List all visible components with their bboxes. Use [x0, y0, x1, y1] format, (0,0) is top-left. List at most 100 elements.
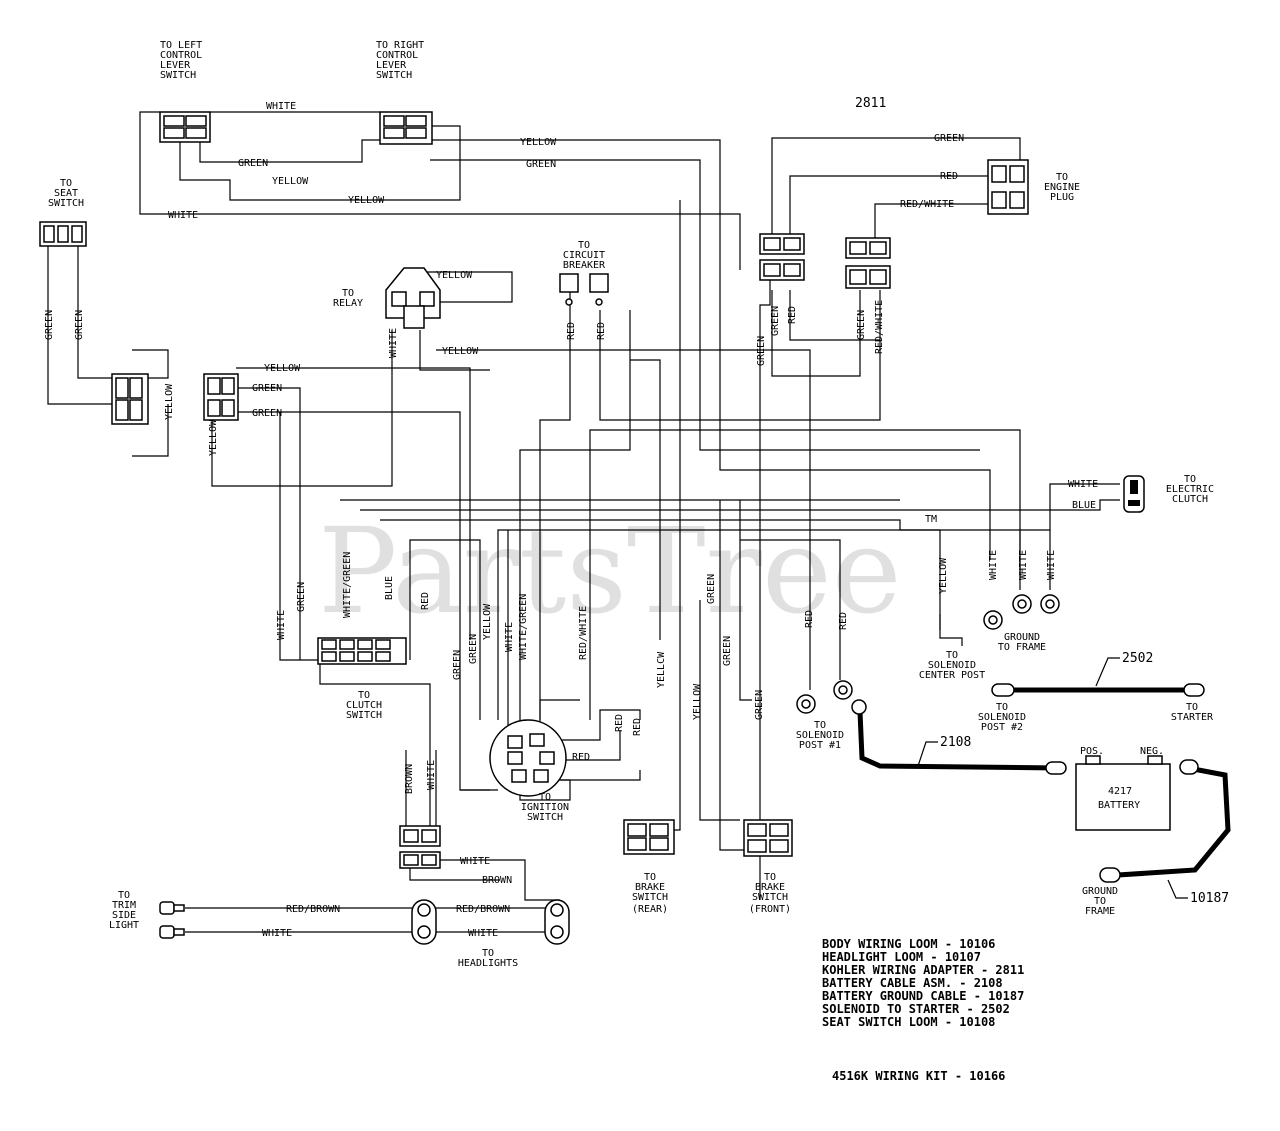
wire-labels-horizontal: WHITE YELLOW GREEN GREEN YELLOW YELLOW W… [168, 101, 1098, 939]
svg-text:WHITE: WHITE [988, 550, 999, 580]
callout-10187: 10187 [1190, 891, 1229, 906]
svg-text:TO: TO [1184, 474, 1196, 485]
svg-text:TO: TO [644, 872, 656, 883]
svg-text:CONTROL: CONTROL [160, 50, 202, 61]
caption-clutch-switch: TO CLUTCH SWITCH [346, 690, 382, 721]
ignition-switch-connector [489, 719, 567, 797]
svg-text:RED/BROWN: RED/BROWN [456, 904, 510, 915]
legend-line: BATTERY GROUND CABLE - 10187 [822, 989, 1024, 1003]
svg-text:BLUE: BLUE [1072, 500, 1096, 511]
svg-text:YELLOW: YELLOW [482, 603, 493, 640]
svg-text:(FRONT): (FRONT) [749, 904, 791, 915]
svg-text:RED: RED [940, 171, 958, 182]
relay-connector [385, 267, 441, 329]
svg-text:RED: RED [614, 714, 625, 732]
caption-starter: TO STARTER [1171, 702, 1214, 723]
svg-text:YELLOW: YELLOW [208, 419, 219, 456]
svg-text:WHITE: WHITE [1018, 550, 1029, 580]
svg-text:SOLENOID: SOLENOID [928, 660, 976, 671]
svg-text:STARTER: STARTER [1171, 712, 1214, 723]
svg-text:PLUG: PLUG [1050, 192, 1074, 203]
svg-text:TO: TO [358, 690, 370, 701]
svg-text:FRAME: FRAME [1085, 906, 1115, 917]
electric-clutch-connector [1123, 475, 1145, 513]
parts-legend: BODY WIRING LOOM - 10106 HEADLIGHT LOOM … [822, 937, 1024, 1029]
svg-text:TO: TO [946, 650, 958, 661]
svg-text:WHITE: WHITE [426, 760, 437, 790]
legend-line: KOHLER WIRING ADAPTER - 2811 [822, 963, 1024, 977]
svg-text:RED: RED [787, 306, 798, 324]
svg-text:TO: TO [60, 178, 72, 189]
battery-cables [857, 687, 1231, 878]
cable-10187 [1115, 765, 1231, 878]
svg-text:TO: TO [539, 792, 551, 803]
right-lever-connector [379, 111, 433, 145]
headlight-sockets [411, 899, 570, 945]
svg-text:SWITCH: SWITCH [346, 710, 382, 721]
svg-text:GREEN: GREEN [756, 336, 767, 366]
caption-ignition: TO IGNITION SWITCH [521, 792, 569, 823]
svg-text:GREEN: GREEN [452, 650, 463, 680]
part-number-2811: 2811 [855, 96, 886, 111]
svg-text:WHITE: WHITE [1068, 479, 1098, 490]
svg-text:GREEN: GREEN [722, 636, 733, 666]
svg-text:WHITE: WHITE [460, 856, 490, 867]
left-lever-connector [159, 111, 211, 143]
brake-rear-connector [623, 819, 675, 855]
svg-text:TO FRAME: TO FRAME [998, 642, 1046, 653]
legend-line: BATTERY CABLE ASM. - 2108 [822, 976, 1003, 990]
svg-text:GREEN: GREEN [526, 159, 556, 170]
svg-text:BLUE: BLUE [384, 576, 395, 600]
caption-solenoid-post2: TO SOLENOID POST #2 [978, 702, 1026, 733]
caption-brake-rear: TO BRAKE SWITCH (REAR) [632, 872, 668, 915]
svg-text:TO: TO [482, 948, 494, 959]
trim-light-plugs [159, 901, 185, 939]
svg-text:WHITE: WHITE [504, 622, 515, 652]
svg-text:WHITE: WHITE [1046, 550, 1057, 580]
svg-text:YELLOW: YELLOW [938, 557, 949, 594]
seat-switch-connector [39, 221, 87, 247]
brake-front-connector [743, 819, 793, 857]
caption-electric-clutch: TO ELECTRIC CLUTCH [1166, 474, 1214, 505]
svg-text:WHITE: WHITE [266, 101, 296, 112]
legend-line: SEAT SWITCH LOOM - 10108 [822, 1015, 995, 1029]
kit-title: 4516K WIRING KIT - 10166 [832, 1069, 1005, 1083]
battery [1075, 755, 1171, 831]
svg-text:WHITE: WHITE [276, 610, 287, 640]
svg-text:YELLOW: YELLOW [164, 383, 175, 420]
caption-brake-front: TO BRAKE SWITCH (FRONT) [749, 872, 791, 915]
svg-text:RED/WHITE: RED/WHITE [874, 300, 885, 354]
svg-text:BRAKE: BRAKE [635, 882, 665, 893]
battery-model: 4217 [1108, 786, 1132, 797]
svg-text:ELECTRIC: ELECTRIC [1166, 484, 1214, 495]
svg-text:TO: TO [814, 720, 826, 731]
svg-text:RED: RED [596, 322, 607, 340]
svg-text:SEAT: SEAT [54, 188, 78, 199]
svg-text:SWITCH: SWITCH [160, 70, 196, 81]
legend-line: SOLENOID TO STARTER - 2502 [822, 1002, 1010, 1016]
caption-right-lever: TO RIGHT CONTROL LEVER SWITCH [376, 40, 424, 81]
ring-terminals [796, 594, 1060, 714]
cable-ends [851, 683, 1205, 883]
svg-text:TO: TO [764, 872, 776, 883]
svg-text:GREEN: GREEN [252, 383, 282, 394]
labels: 2811 TO LEFT CONTROL LEVER SWITCH TO RIG… [44, 40, 1229, 1083]
svg-text:SWITCH: SWITCH [48, 198, 84, 209]
svg-text:WHITE/GREEN: WHITE/GREEN [342, 552, 353, 618]
svg-text:SWITCH: SWITCH [376, 70, 412, 81]
svg-text:RED: RED [420, 592, 431, 610]
svg-text:YELLOW: YELLOW [264, 363, 301, 374]
svg-text:SIDE: SIDE [112, 910, 136, 921]
caption-solenoid-post1: TO SOLENOID POST #1 [796, 720, 844, 751]
battery-pos: POS. [1080, 746, 1104, 757]
wires [47, 111, 1120, 933]
svg-text:BROWN: BROWN [404, 764, 415, 794]
svg-text:YELLOW: YELLOW [436, 270, 473, 281]
svg-text:TO: TO [1186, 702, 1198, 713]
svg-text:SOLENOID: SOLENOID [796, 730, 844, 741]
svg-text:YELLOW: YELLOW [520, 137, 557, 148]
svg-text:YELLOW: YELLOW [692, 683, 703, 720]
svg-text:YELLCW: YELLCW [656, 651, 667, 688]
svg-text:WHITE/GREEN: WHITE/GREEN [518, 594, 529, 660]
